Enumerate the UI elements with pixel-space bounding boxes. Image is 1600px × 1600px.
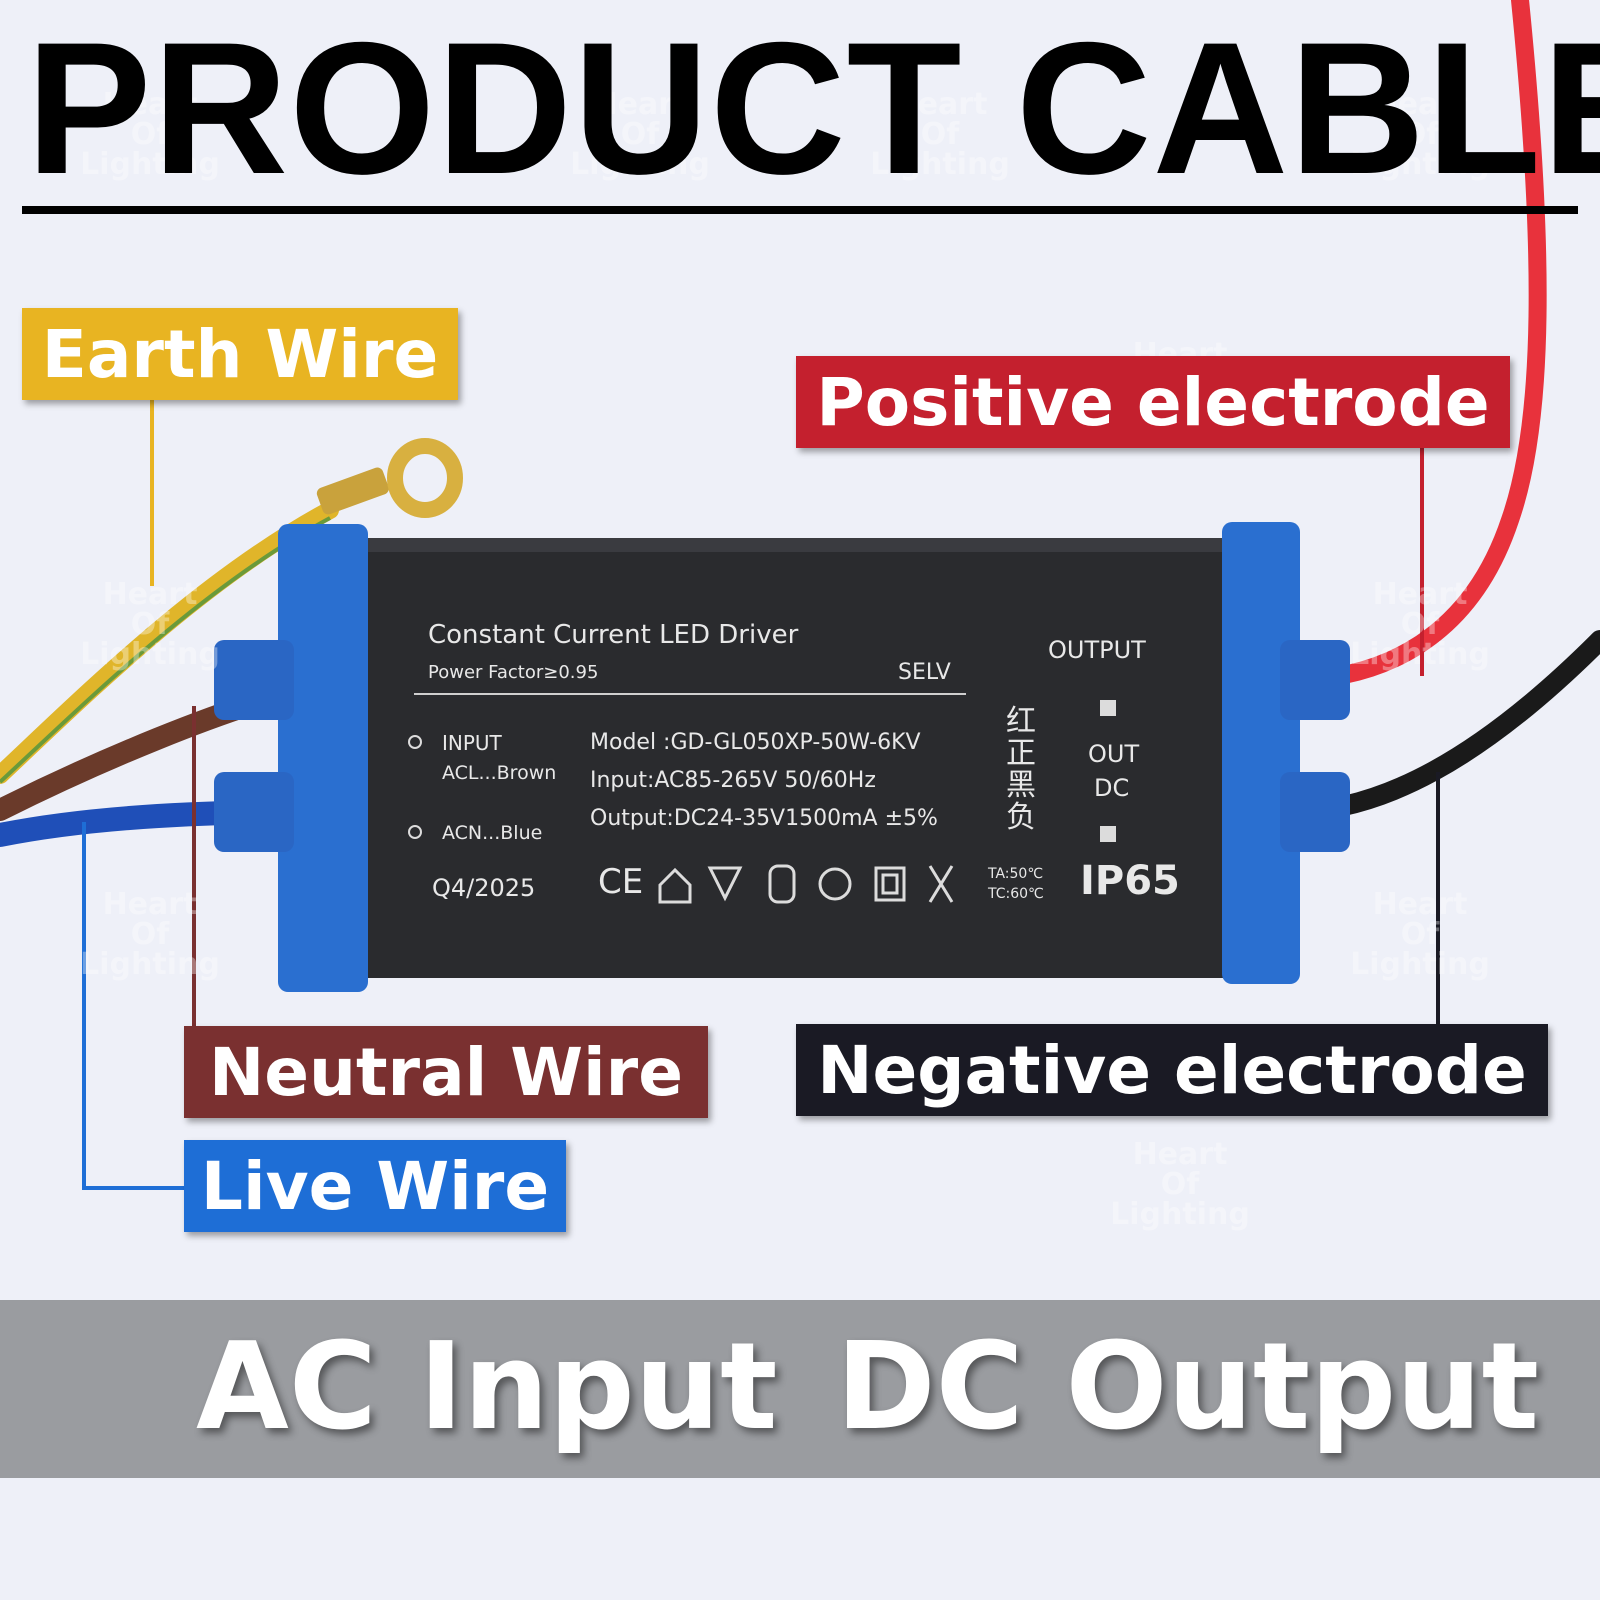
- driver-ip-rating: IP65: [1080, 858, 1180, 904]
- driver-heading: Constant Current LED Driver: [428, 620, 799, 650]
- ce-mark: CE: [598, 862, 644, 902]
- positive-electrode-label: Positive electrode: [796, 356, 1510, 448]
- earth-terminal: [316, 467, 389, 515]
- negative-electrode-label: Negative electrode: [796, 1024, 1548, 1116]
- driver-output-spec: Output:DC24-35V1500mA ±5%: [590, 806, 938, 831]
- driver-chinese: 红正黑负: [1006, 704, 1036, 835]
- driver-acn: ACN...Blue: [442, 822, 543, 844]
- driver-dc: DC: [1094, 774, 1130, 802]
- driver-power-factor: Power Factor≥0.95: [428, 662, 599, 683]
- driver-input-spec: Input:AC85-265V 50/60Hz: [590, 768, 876, 793]
- left-end-cap: [278, 524, 368, 992]
- driver-selv: SELV: [898, 660, 951, 685]
- right-end-cap: [1222, 522, 1300, 984]
- driver-tc: TC:60℃: [988, 886, 1044, 902]
- neutral-wire-label: Neutral Wire: [184, 1026, 708, 1118]
- driver-output-header: OUTPUT: [1048, 636, 1146, 664]
- earth-wire-label: Earth Wire: [22, 308, 458, 400]
- driver-out: OUT: [1088, 740, 1140, 768]
- driver-date: Q4/2025: [432, 874, 536, 902]
- dc-output-text: DC Output: [836, 1318, 1539, 1457]
- driver-model: Model :GD-GL050XP-50W-6KV: [590, 730, 921, 755]
- positive-cable: [1281, 0, 1547, 689]
- ac-input-text: AC Input: [196, 1318, 778, 1457]
- live-wire-label: Live Wire: [184, 1140, 566, 1232]
- driver-ta: TA:50℃: [988, 866, 1044, 882]
- driver-input-label: INPUT: [442, 731, 502, 755]
- title-divider: [22, 206, 1578, 214]
- earth-ring: [387, 438, 463, 518]
- io-band: [0, 1300, 1600, 1478]
- driver-acl: ACL...Brown: [442, 762, 557, 784]
- page-title: PRODUCT CABLE: [26, 3, 1600, 213]
- live-leader: [82, 822, 186, 1190]
- driver-body: [330, 538, 1260, 978]
